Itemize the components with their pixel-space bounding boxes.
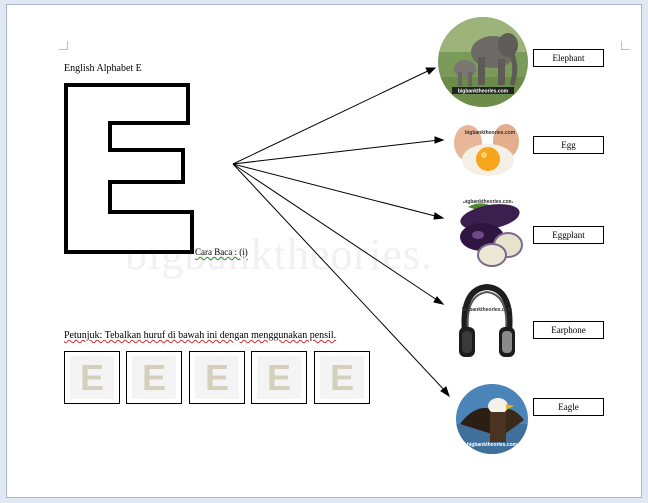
arrowhead-eagle (440, 386, 450, 398)
eggplant-icon: bigbanktheories.com (448, 193, 528, 275)
arrowhead-earphone (433, 296, 445, 305)
trace-letter: E (132, 356, 176, 399)
instruction-text: Petunjuk: Tebalkan huruf di bawah ini de… (64, 330, 337, 341)
reading-value: (i) (239, 247, 248, 257)
picture-watermark: bigbanktheories.com (462, 307, 513, 313)
arrow-earphone (232, 163, 441, 303)
document-page: bigbanktheories. English Alphabet E Cara… (6, 4, 642, 498)
trace-box-3[interactable]: E (189, 351, 245, 404)
eagle-picture: bigbanktheories.com (456, 384, 528, 454)
connector-arrows (232, 67, 450, 398)
label-eagle: Eagle (533, 398, 604, 416)
label-egg: Egg (533, 136, 604, 154)
trace-box-5[interactable]: E (314, 351, 370, 404)
earphone-picture: bigbanktheories.com (453, 281, 521, 369)
arrowhead-eggplant (433, 212, 445, 220)
arrow-egg (232, 139, 440, 165)
earphone-icon: bigbanktheories.com (453, 281, 521, 369)
arrow-eggplant (232, 163, 440, 218)
picture-watermark: bigbanktheories.com (465, 130, 516, 136)
trace-box-1[interactable]: E (64, 351, 120, 404)
letter-e-outline (64, 83, 194, 254)
trace-box-2[interactable]: E (126, 351, 182, 404)
label-elephant: Elephant (533, 49, 604, 67)
label-eggplant: Eggplant (533, 226, 604, 244)
eagle-icon: bigbanktheories.com (456, 384, 528, 454)
elephant-picture: bigbanktheories.com (438, 17, 528, 107)
egg-picture: bigbanktheories.com (444, 113, 528, 183)
trace-letter: E (70, 356, 114, 399)
arrow-elephant (232, 68, 433, 165)
trace-letter: E (257, 356, 301, 399)
eggplant-picture: bigbanktheories.com (448, 193, 528, 275)
picture-watermark: bigbanktheories.com (458, 89, 509, 95)
reading-guide: Cara Baca : (i) (195, 247, 248, 257)
reading-label: Cara Baca : (195, 247, 240, 257)
arrow-eagle (232, 163, 448, 394)
arrowhead-elephant (425, 67, 437, 75)
picture-watermark: bigbanktheories.com (467, 442, 518, 448)
picture-watermark: bigbanktheories.com (463, 199, 514, 205)
trace-letter: E (320, 356, 364, 399)
margin-corner-left (59, 41, 68, 50)
label-earphone: Earphone (533, 321, 604, 339)
letter-e-outline-canvas (64, 67, 450, 398)
egg-icon: bigbanktheories.com (444, 113, 528, 183)
trace-box-4[interactable]: E (251, 351, 307, 404)
margin-corner-right (621, 41, 630, 50)
arrowhead-egg (434, 136, 445, 144)
page-title: English Alphabet E (64, 63, 142, 74)
elephant-icon: bigbanktheories.com (438, 17, 528, 107)
trace-letter: E (195, 356, 239, 399)
